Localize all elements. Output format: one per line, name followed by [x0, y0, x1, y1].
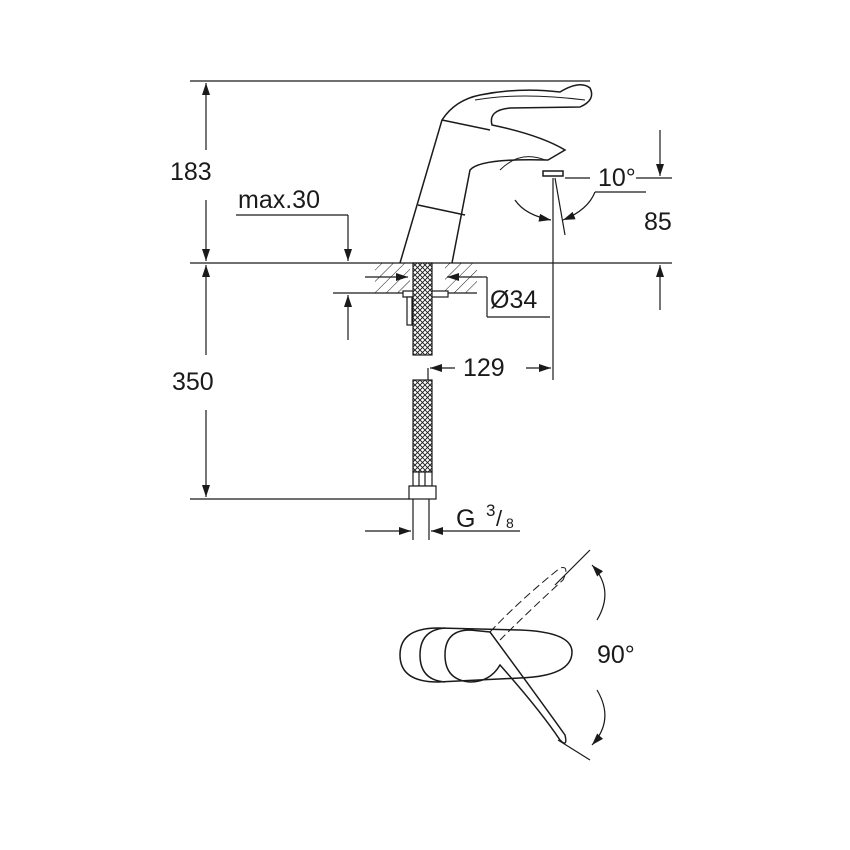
connection-prefix-label: G: [456, 505, 476, 533]
hole-diameter-label: Ø34: [490, 286, 538, 314]
spout-angle-label: 10°: [598, 164, 636, 192]
supply-hose: [402, 262, 449, 500]
faucet-top-view: [399, 567, 573, 744]
connection-numerator: 3: [486, 501, 496, 520]
faucet-side-view: [399, 84, 593, 264]
height-183-label: 183: [170, 158, 212, 186]
hose-length-label: 350: [172, 368, 214, 396]
lever-rotation-label: 90°: [597, 641, 635, 669]
connection-denominator: 8: [506, 515, 514, 531]
spout-height-label: 85: [644, 208, 672, 236]
connection-slash: /: [496, 506, 503, 531]
spout-reach-label: 129: [463, 354, 505, 382]
deck-thickness-label: max.30: [238, 186, 320, 214]
